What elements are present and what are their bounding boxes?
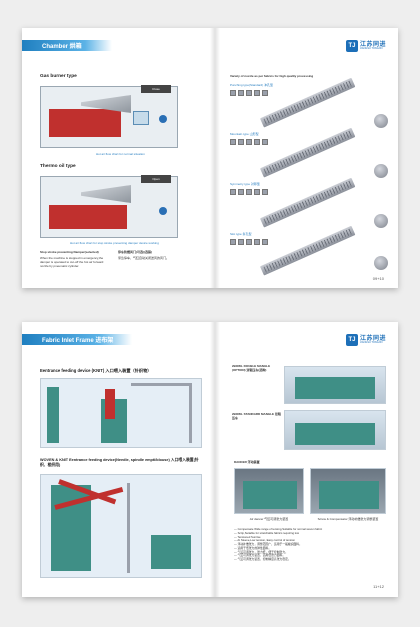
gas-burner-diagram: Close [40,85,178,148]
knit-feeding-title: Eentrance feeding device (KNIT) 入口喂入装置（针… [40,368,152,373]
feature-item: — At Sleeve,Low tension, Easy control of… [234,538,295,543]
screw-compensator-photo [310,468,386,514]
logo-en-text: JIANGSU TONGJIN [359,340,383,344]
screw-caption: Screw & Compensator 浮动补偿张力调整装置 [317,517,379,521]
symmetry-label: Symmetry type 对称型 [230,182,260,186]
logo-cn-text: 江苏同进 [359,41,386,48]
feature-item: — 气缸可调张力装置，适用低张力面料。 [234,553,286,558]
thermo-caption: Hot air flow chart for stop stroke preve… [70,241,159,245]
gutter-shadow [210,322,220,597]
logo-mark-icon: TJ [345,40,358,52]
fan-icon [159,207,167,215]
feature-item: — 气缸可调张力装置，控制精度高张力稳定。 [234,557,291,562]
red-heat-zone [49,205,127,229]
mountain-label: Mountain type 山形型 [230,132,259,136]
burner-icon [159,115,167,123]
red-heat-zone [49,109,121,137]
inlet-header-title: Fabric Inlet Frame 进布架 [42,338,114,344]
open-tag: Open [141,175,171,183]
stop-en-title: Stop stroke preventing Damper(selected) [40,250,99,254]
close-tag: Close [141,85,171,93]
logo-en-text: JIANGSU TONGJIN [359,46,383,50]
stop-cn-title: 停车防燃风门(可选)(选装) [118,250,152,254]
dancer-label: DANCER 浮动装置 [234,460,260,464]
symmetry-nozzle-plate [259,177,356,228]
logo-mark-icon: TJ [345,334,358,346]
symmetry-detail-circle [374,214,388,228]
stop-en-body: When the machine is stopped in emergency… [40,256,104,269]
company-logo: TJ 江苏同进 JIANGSU TONGJIN [345,40,386,52]
air-dancer-caption: Air dancer 气缸可调张力装置 [249,517,289,521]
gutter-shadow [210,28,220,288]
punching-detail-circle [374,114,388,128]
feature-item: — 适用于低张力的弹性面料。 [234,545,272,550]
feature-item: — Scrip,Suitable for stretchable fabrics… [234,530,299,535]
thermo-oil-title: Thermo oil type [40,164,76,169]
thermo-oil-diagram: Open [40,175,178,238]
gas-burner-title: Gas burner type [40,74,77,79]
slot-label: Slot type 条孔型 [230,232,252,236]
slot-nozzle-plate [259,225,356,276]
feature-item: — 浮动补偿张力，调整范围广，适用于一般梭织面料。 [234,542,302,547]
chamber-header-bar: Chamber 烘箱 [22,40,112,51]
knit-feeding-illustration [40,378,202,448]
feature-item: — 气缸可调张力，张力低，便于控制张力。 [234,549,288,554]
inlet-header-bar: Fabric Inlet Frame 进布架 [22,334,132,345]
standard-mangle-photo [284,410,386,450]
logo-cn-text: 江苏同进 [359,335,386,342]
woven-knit-feeding-title: WOVEN & KNIT Eentrance feeding device(Ne… [40,458,199,467]
slot-detail-circle [374,256,388,270]
punching-label: Punching type(Standard) 冲孔型 [230,83,274,87]
company-logo: TJ 江苏同进 JIANGSU TONGJIN [345,334,386,346]
feature-item: — Compensate Wide range of tensing,Suita… [234,527,323,531]
standard-mangle-label: 2BOWL STANDARD MANGLE 双辊压车 [232,412,281,421]
punching-nozzle-plate [259,77,356,128]
stop-cn-body: 紧急停车，气缸自动关闭送风的风门。 [118,256,170,260]
option-mangle-label: 2BOWL DOUBLE MANGLE (OPTION) 双辊压车(选购) [232,364,271,373]
chamber-header-title: Chamber 烘箱 [42,44,82,50]
nozzle-variety-title: Variety of nozzle as per fabrics for hig… [230,74,314,78]
air-dancer-photo [234,468,304,514]
feature-item: — Tensioned Sunrise [234,534,261,539]
inlet-page-number: 11+12 [373,584,384,589]
mountain-nozzle-plate [259,127,356,178]
mountain-detail-circle [374,164,388,178]
chamber-spread: Chamber 烘箱 TJ 江苏同进 JIANGSU TONGJIN Gas b… [22,28,398,288]
feature-list: — Compensate Wide range of tensing,Suita… [234,527,384,562]
inlet-spread: Fabric Inlet Frame 进布架 TJ 江苏同进 JIANGSU T… [22,322,398,597]
double-mangle-photo [284,366,386,404]
chamber-page-number: 09+10 [372,276,384,281]
gas-caption: Hot air flow chart for normal situation [96,152,145,156]
woven-feeding-illustration [40,474,202,578]
